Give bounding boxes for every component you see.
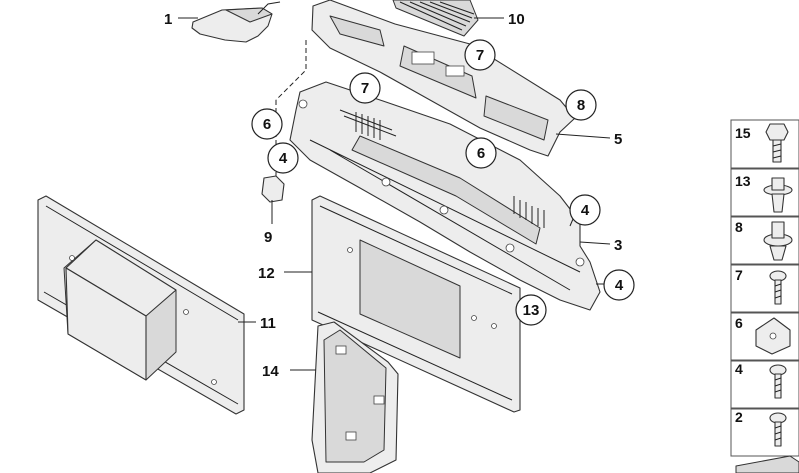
callout-10: 10 <box>508 11 525 28</box>
callout-5: 5 <box>614 131 622 148</box>
callout-3: 3 <box>614 237 622 254</box>
part-14-lower-bracket <box>311 321 399 473</box>
callout-circle-4-bottom: 4 <box>603 269 635 301</box>
svg-text:8: 8 <box>735 219 743 235</box>
part-12-center-panel <box>311 195 521 413</box>
legend-item-15: 15 <box>730 119 799 169</box>
svg-text:7: 7 <box>476 47 484 64</box>
svg-text:8: 8 <box>577 97 585 114</box>
screw-icon <box>769 270 787 305</box>
callout-circle-6-left: 6 <box>251 108 283 140</box>
legend-item-partial <box>735 455 799 473</box>
legend-item-8: 8 <box>730 216 799 265</box>
part-1-bracket <box>191 1 281 43</box>
legend-item-13: 13 <box>730 168 799 217</box>
svg-text:7: 7 <box>735 267 743 283</box>
svg-text:7: 7 <box>361 80 369 97</box>
callout-12: 12 <box>258 265 275 282</box>
part-4-clip <box>261 175 285 203</box>
part-11-left-panel <box>37 195 245 415</box>
svg-text:15: 15 <box>735 125 751 141</box>
part-3-main-trim <box>289 81 601 311</box>
svg-text:13: 13 <box>523 302 540 319</box>
callout-9: 9 <box>264 229 272 246</box>
callout-circle-6-center: 6 <box>465 137 497 169</box>
callout-11: 11 <box>260 315 276 332</box>
clip-nut-icon <box>755 317 791 355</box>
callout-circle-7-mid: 7 <box>349 72 381 104</box>
svg-text:4: 4 <box>581 202 590 219</box>
svg-text:4: 4 <box>735 361 743 377</box>
legend-item-4: 4 <box>730 360 799 409</box>
screw-icon <box>769 364 787 399</box>
screw-icon <box>769 412 787 447</box>
svg-text:2: 2 <box>735 409 743 425</box>
callout-circle-4-right: 4 <box>569 194 601 226</box>
svg-text:4: 4 <box>279 150 288 167</box>
push-rivet-icon <box>763 177 793 213</box>
expanding-rivet-icon <box>763 221 793 261</box>
callout-circle-8: 8 <box>565 89 597 121</box>
callout-1: 1 <box>164 11 172 28</box>
svg-text:6: 6 <box>735 315 743 331</box>
legend-item-7: 7 <box>730 264 799 313</box>
svg-text:13: 13 <box>735 173 751 189</box>
part-10-grille <box>392 0 479 37</box>
part-5-upper-trim <box>311 0 576 157</box>
callout-circle-7-top: 7 <box>464 39 496 71</box>
svg-text:6: 6 <box>477 145 485 162</box>
svg-text:4: 4 <box>615 277 624 294</box>
callout-circle-4-left: 4 <box>267 142 299 174</box>
legend-item-2: 2 <box>730 408 799 457</box>
callout-circle-13: 13 <box>515 294 547 326</box>
callout-14: 14 <box>262 363 279 380</box>
fastener-legend: 15 13 8 <box>730 119 799 473</box>
svg-text:6: 6 <box>263 116 271 133</box>
legend-item-6: 6 <box>730 312 799 361</box>
hex-bolt-icon <box>765 123 789 163</box>
